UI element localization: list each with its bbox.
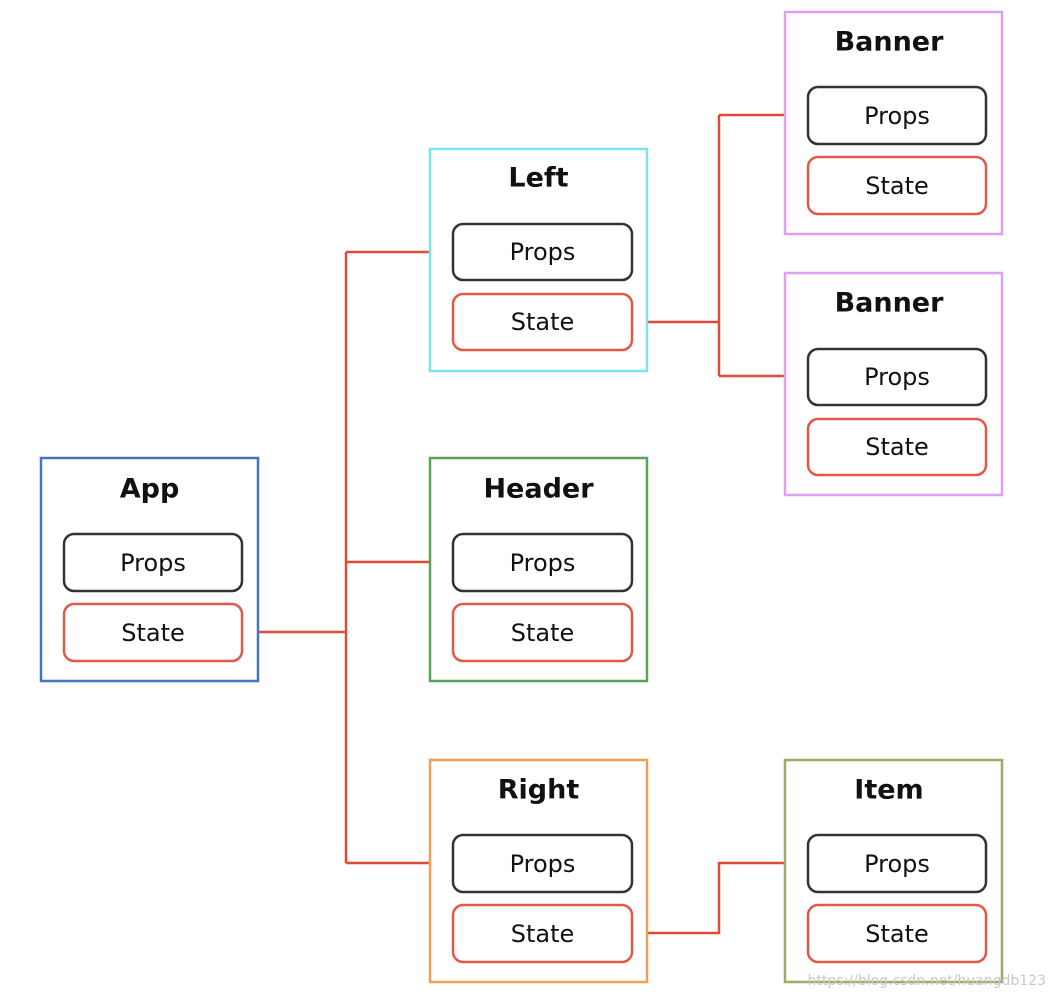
node-app-title: App [120, 474, 180, 505]
node-banner-2-props-box [806, 347, 988, 407]
node-header-props-label: Props [510, 549, 576, 577]
node-item-title: Item [854, 775, 923, 806]
node-left-state-label: State [511, 308, 575, 336]
node-banner-1-title: Banner [835, 27, 945, 58]
node-banner-1-props-box [806, 85, 988, 146]
node-app-props-box [62, 532, 244, 593]
node-item-state-label: State [865, 920, 929, 948]
node-header-title: Header [483, 474, 594, 505]
node-right-state-label: State [511, 920, 575, 948]
node-banner-2-state-label: State [865, 433, 929, 461]
node-header-state-label: State [511, 619, 575, 647]
node-banner-2-props-label: Props [864, 363, 930, 391]
node-banner-1-state-label: State [865, 172, 929, 200]
node-header: Header Props State [428, 456, 649, 683]
node-right-state-box [451, 903, 634, 964]
node-banner-1-props-label: Props [864, 102, 930, 130]
node-left-props-label: Props [510, 238, 576, 266]
node-header-props-box [451, 532, 634, 593]
node-item-state-box [806, 903, 988, 964]
node-item-props-label: Props [864, 850, 930, 878]
node-left: Left Props State [428, 147, 649, 373]
node-banner-1-state-box [806, 155, 988, 216]
node-left-state-box [451, 292, 634, 352]
node-header-state-box [451, 602, 634, 663]
node-right-title: Right [498, 775, 580, 806]
node-right-props-box [451, 833, 634, 894]
edge-right-to-item [632, 856, 809, 935]
node-right-props-label: Props [510, 850, 576, 878]
node-app-state-box [62, 602, 244, 663]
node-banner-2-state-box [806, 417, 988, 477]
node-banner-2-title: Banner [835, 288, 945, 319]
node-left-props-box [451, 222, 634, 282]
node-app-state-label: State [121, 619, 185, 647]
node-item: Item Props State [783, 758, 1004, 984]
node-banner-2: Banner Props State [783, 271, 1004, 497]
node-app-props-label: Props [120, 549, 186, 577]
watermark-text: https://blog.csdn.net/huangdb123 [808, 973, 1046, 989]
node-right: Right Props State [428, 758, 649, 984]
node-app: App Props State [39, 456, 260, 683]
node-item-props-box [806, 833, 988, 894]
node-left-title: Left [508, 163, 568, 194]
node-banner-1: Banner Props State [783, 10, 1004, 236]
